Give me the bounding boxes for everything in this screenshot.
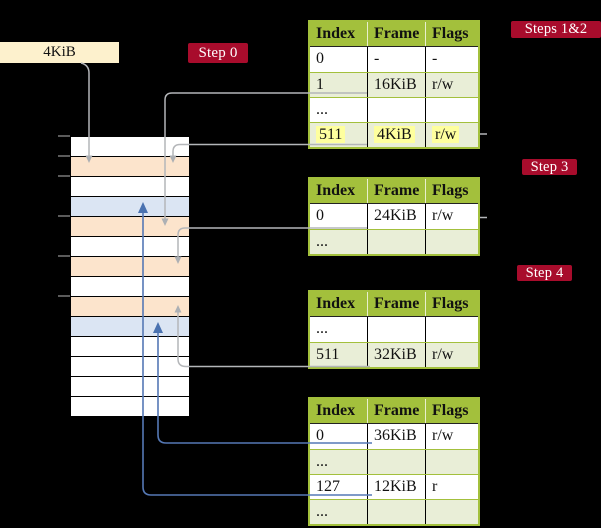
header-index: Index: [316, 402, 356, 419]
header-frame: Frame: [367, 399, 425, 423]
cell-frame: 12KiB: [367, 475, 425, 499]
cell-flags: [425, 317, 478, 342]
cell-frame: 32KiB: [367, 343, 425, 367]
cell-flags: r: [425, 475, 478, 499]
header-frame: Frame: [367, 292, 425, 316]
table-row: 127 12KiB r: [310, 474, 478, 499]
frame-size-box: 4KiB: [0, 42, 119, 63]
memory-frame-row: [71, 357, 189, 377]
table-row-highlighted: 511 4KiB r/w: [310, 122, 478, 147]
cell-flags: r/w: [425, 424, 478, 449]
memory-frame-row: [71, 337, 189, 357]
highlight: 4KiB: [374, 126, 415, 143]
table-row: ...: [310, 449, 478, 474]
cell-flags: r/w: [425, 343, 478, 367]
cell-frame: -: [367, 47, 425, 72]
table-header-row: Index Frame Flags: [310, 179, 478, 204]
table-row: ...: [310, 229, 478, 254]
memory-frame-row: [71, 297, 189, 317]
memory-frame-row: [71, 377, 189, 397]
cell-index: ...: [316, 101, 328, 118]
memory-frame-row: [71, 277, 189, 297]
cell-index: 0: [316, 427, 324, 444]
step-3-badge: Step 3: [522, 159, 577, 175]
cell-flags: -: [425, 47, 478, 72]
cell-index: 0: [316, 207, 324, 224]
cell-frame: 16KiB: [367, 73, 425, 97]
cell-frame: 4KiB: [367, 123, 425, 147]
cell-frame: 24KiB: [367, 204, 425, 229]
table-row: ...: [310, 97, 478, 122]
cell-flags: r/w: [425, 123, 478, 147]
page-table-level1-b: Index Frame Flags ... 511 32KiB r/w: [308, 290, 480, 369]
step-4-badge: Step 4: [517, 265, 572, 281]
cell-flags: [425, 98, 478, 122]
header-flags: Flags: [425, 292, 478, 316]
header-index: Index: [316, 25, 356, 42]
table-row: 1 16KiB r/w: [310, 72, 478, 97]
cell-index: ...: [316, 453, 328, 470]
highlight: r/w: [432, 126, 460, 143]
header-frame: Frame: [367, 179, 425, 203]
header-flags: Flags: [425, 399, 478, 423]
cell-frame: 36KiB: [367, 424, 425, 449]
steps-1-2-badge: Steps 1&2: [511, 21, 601, 38]
cell-index: 127: [316, 478, 340, 495]
memory-frame-row: [71, 257, 189, 277]
header-index: Index: [316, 182, 356, 199]
memory-frame-row: [71, 197, 189, 217]
cell-index: ...: [316, 233, 328, 250]
table-row: ...: [310, 317, 478, 342]
cell-frame: [367, 450, 425, 474]
memory-frame-row: [71, 157, 189, 177]
header-flags: Flags: [425, 22, 478, 46]
memory-frame-row: [71, 397, 189, 416]
memory-frame-row: [71, 177, 189, 197]
page-table-level2: Index Frame Flags 0 36KiB r/w ... 127 12…: [308, 397, 480, 526]
table-row: ...: [310, 499, 478, 524]
cell-frame: [367, 317, 425, 342]
highlight: 511: [316, 126, 346, 143]
page-table-level1-a: Index Frame Flags 0 24KiB r/w ...: [308, 177, 480, 256]
cell-index: 0: [316, 50, 324, 67]
cell-flags: [425, 450, 478, 474]
cell-flags: [425, 500, 478, 524]
cell-index: 511: [310, 123, 367, 147]
table-row: 0 - -: [310, 47, 478, 72]
cell-frame: [367, 500, 425, 524]
header-index: Index: [316, 295, 356, 312]
cell-index: ...: [316, 320, 328, 337]
memory-frame-row: [71, 317, 189, 337]
cell-flags: r/w: [425, 73, 478, 97]
header-flags: Flags: [425, 179, 478, 203]
table-header-row: Index Frame Flags: [310, 22, 478, 47]
cell-flags: [425, 230, 478, 254]
page-table-level0: Index Frame Flags 0 - - 1 16KiB r/w ... …: [308, 20, 480, 149]
table-row: 511 32KiB r/w: [310, 342, 478, 367]
cell-frame: [367, 98, 425, 122]
table-row: 0 36KiB r/w: [310, 424, 478, 449]
cell-frame: [367, 230, 425, 254]
memory-frame-row: [71, 137, 189, 157]
cell-index: 511: [316, 346, 340, 363]
header-frame: Frame: [367, 22, 425, 46]
cell-index: ...: [316, 503, 328, 520]
step-0-badge: Step 0: [188, 43, 248, 63]
cell-flags: r/w: [425, 204, 478, 229]
table-header-row: Index Frame Flags: [310, 399, 478, 424]
table-row: 0 24KiB r/w: [310, 204, 478, 229]
table-header-row: Index Frame Flags: [310, 292, 478, 317]
memory-frame-row: [71, 237, 189, 257]
memory-frame-row: [71, 217, 189, 237]
physical-memory-strip: [69, 135, 191, 418]
cell-index: 1: [316, 76, 324, 93]
